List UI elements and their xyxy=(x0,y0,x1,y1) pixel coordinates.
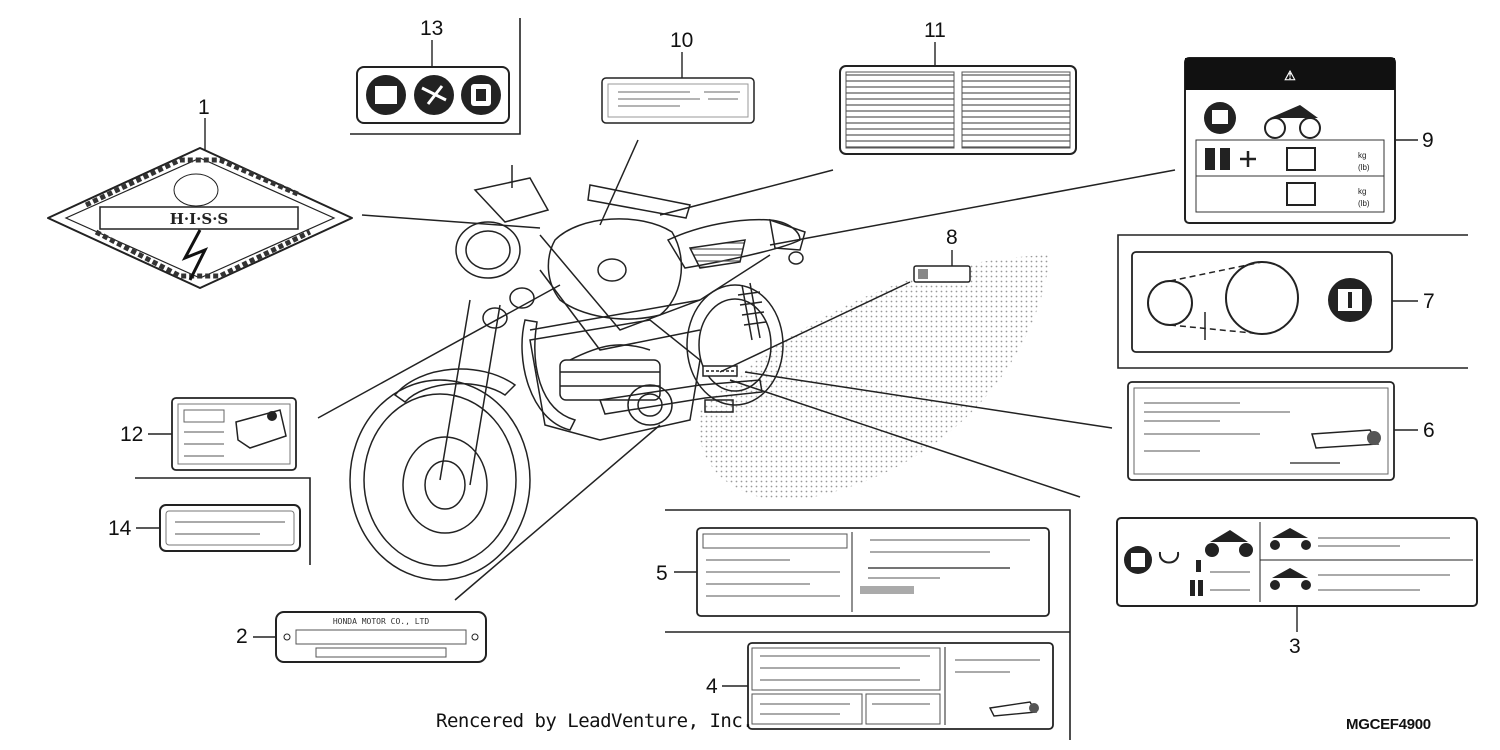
label-9-kg-1: kg xyxy=(1358,151,1366,160)
label-1-text: H·I·S·S xyxy=(170,210,229,228)
callout-9: 9 xyxy=(1422,129,1434,152)
leader-lines xyxy=(317,139,1176,601)
callout-ticks xyxy=(136,40,1418,687)
diagram-code: MGCEF4900 xyxy=(1346,716,1431,733)
callout-12: 12 xyxy=(120,423,144,446)
callout-13: 13 xyxy=(420,17,444,40)
label-9-lb-1: (lb) xyxy=(1358,163,1370,172)
motorcycle-illustration xyxy=(349,165,1050,581)
callout-11: 11 xyxy=(924,19,946,42)
callout-6: 6 xyxy=(1423,419,1435,442)
callout-5: 5 xyxy=(656,562,668,585)
label-6-decal xyxy=(1127,381,1395,481)
label-1-hiss-decal: H·I·S·S xyxy=(47,147,353,289)
label-2-maker-plate: HONDA MOTOR CO., LTD xyxy=(275,611,487,663)
label-7-chain-decal xyxy=(1131,251,1393,353)
callout-10: 10 xyxy=(670,29,694,52)
label-4-decal xyxy=(747,642,1054,730)
label-5-decal xyxy=(696,527,1050,617)
headlight xyxy=(455,221,521,279)
label-13-icon-decal xyxy=(356,66,510,124)
callout-7: 7 xyxy=(1423,290,1435,313)
render-credit: Rencered by LeadVenture, Inc. xyxy=(436,710,754,732)
engine xyxy=(529,319,701,441)
callout-1: 1 xyxy=(198,96,210,119)
label-9-load-decal: ⚠ kg (lb) kg (lb) xyxy=(1184,57,1396,224)
label-10-decal xyxy=(601,77,755,124)
callout-14: 14 xyxy=(108,517,132,540)
callout-3: 3 xyxy=(1289,635,1301,658)
group-dividers xyxy=(135,18,1468,740)
callout-2: 2 xyxy=(236,625,248,648)
ground-shadow xyxy=(698,255,1050,501)
front-tire xyxy=(349,379,531,581)
label-8-decal xyxy=(913,265,971,283)
label-11-decal xyxy=(839,65,1077,155)
label-12-decal xyxy=(171,397,297,471)
label-9-warning-symbol: ⚠ xyxy=(1284,68,1296,83)
label-9-kg-2: kg xyxy=(1358,187,1366,196)
callout-8: 8 xyxy=(946,226,958,249)
label-9-lb-2: (lb) xyxy=(1358,199,1370,208)
label-2-maker-text: HONDA MOTOR CO., LTD xyxy=(333,617,430,626)
label-14-decal xyxy=(159,504,301,552)
callout-4: 4 xyxy=(706,675,718,698)
rear-tire xyxy=(686,284,784,406)
label-3-tire-decal xyxy=(1116,517,1478,607)
